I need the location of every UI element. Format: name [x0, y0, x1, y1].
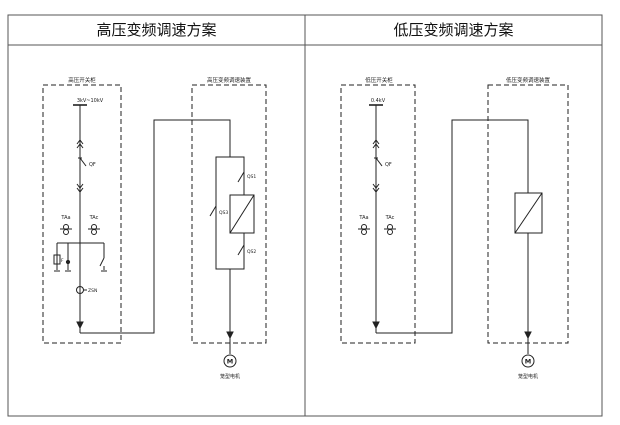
lv-drive-label: 低压变频调速装置 [506, 76, 551, 84]
lv-motor-icon [521, 354, 535, 368]
hv-qf-label: QF [89, 162, 96, 168]
hv-panel-title: 高压变频调速方案 [96, 21, 217, 39]
lv-breaker-icon [375, 157, 383, 167]
hv-motor-icon [223, 354, 237, 368]
lv-text-group: 低压开关柜 低压变频调速装置 0.4kV QF TAa TAc M 笼型电机 [358, 76, 550, 380]
lv-tvc-label: TAc [385, 215, 395, 221]
hv-zsn-label: ZSN [88, 288, 97, 294]
hv-motor-label: 笼型电机 [220, 373, 240, 380]
lv-isolator-lower-icon [372, 183, 380, 193]
hv-text-group: 高压开关柜 高压变频调速装置 3kV~10kV QF TAa TAc F ZSN… [60, 76, 256, 380]
lv-switchgear-label: 低压开关柜 [365, 76, 393, 84]
table-frame [7, 14, 603, 417]
hv-switchgear-label: 高压开关柜 [68, 76, 96, 84]
hv-motor-symbol: M [227, 358, 233, 366]
lv-ct-c-icon [384, 224, 396, 235]
lv-panel-title: 低压变频调速方案 [393, 21, 514, 39]
hv-ct-c-icon [88, 224, 100, 235]
hv-ct-a-icon [60, 224, 72, 235]
hv-qs2-icon [237, 244, 245, 256]
hv-fuse-icon [53, 254, 61, 265]
hv-tvc-label: TAc [89, 215, 99, 221]
hv-isolator-upper-icon [76, 139, 84, 149]
lv-voltage-label: 0.4kV [371, 98, 386, 104]
lv-ct-a-icon [358, 224, 370, 235]
lv-motor-symbol: M [525, 358, 531, 366]
hv-qs1-icon [237, 171, 245, 183]
hv-breaker-icon [79, 157, 87, 167]
hv-qs2-label: QS2 [247, 249, 256, 255]
lv-switchgear-box [340, 84, 416, 344]
hv-qs3-icon [209, 205, 217, 217]
lv-isolator-upper-icon [372, 139, 380, 149]
hv-voltage-label: 3kV~10kV [77, 98, 104, 104]
lv-schematic [340, 84, 569, 368]
hv-fuse-label: F [61, 258, 64, 264]
hv-earth-switch-icon [99, 257, 105, 267]
hv-isolator-lower-icon [76, 183, 84, 193]
lv-cable-route [376, 119, 529, 334]
lv-qf-label: QF [385, 162, 392, 168]
hv-qs3-label: QS3 [219, 210, 228, 216]
hv-drive-box [191, 84, 267, 344]
lv-tva-label: TAa [358, 215, 368, 221]
lv-motor-label: 笼型电机 [518, 373, 538, 380]
hv-schematic [42, 84, 267, 368]
hv-switchgear-box [42, 84, 122, 344]
hv-drive-label: 高压变频调速装置 [207, 76, 252, 84]
hv-tva-label: TAa [60, 215, 70, 221]
hv-qs1-label: QS1 [247, 174, 256, 180]
hv-cable-route [80, 119, 231, 334]
